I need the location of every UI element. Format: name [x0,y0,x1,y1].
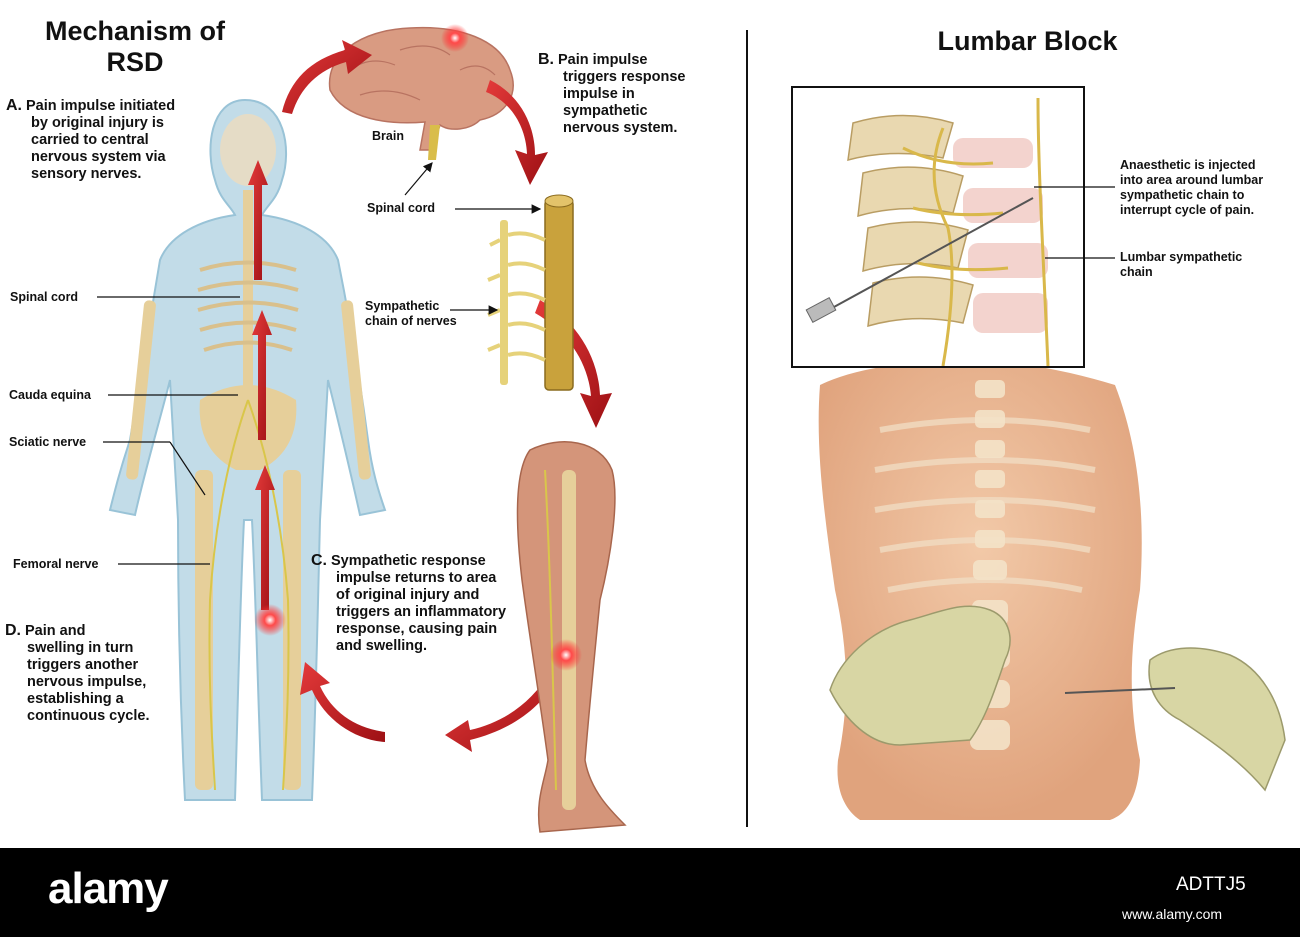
step-a-line: by original injury is [6,115,226,132]
step-d: D.Pain and swelling in turn triggers ano… [5,622,195,725]
back-illustration [819,360,1285,820]
label-sciatic-nerve: Sciatic nerve [9,435,86,450]
step-c-line: response, causing pain [311,621,541,638]
step-a-line: nervous system via [6,149,226,166]
step-c-letter: C. [311,552,327,569]
step-b-line: sympathetic [538,103,738,120]
step-d-letter: D. [5,622,21,639]
annotation-anaesthetic: Anaesthetic is injected into area around… [1120,158,1295,218]
lumbar-spine-closeup [793,88,1083,366]
step-b-line: Pain impulse [558,52,647,68]
annotation-anaesthetic-line: Anaesthetic is injected [1120,158,1295,173]
step-d-line: establishing a [5,691,195,708]
step-d-line: triggers another [5,657,195,674]
label-spinal-cord-chain: Spinal cord [367,201,435,216]
label-cauda-equina: Cauda equina [9,388,91,403]
image-id: ADTTJ5 [1176,874,1246,896]
spinal-cord-chain-illustration [488,195,573,390]
label-sympathetic-line1: Sympathetic [365,299,457,314]
label-spinal-cord-body: Spinal cord [10,290,78,305]
site-url: www.alamy.com [1122,906,1222,922]
step-c-line: impulse returns to area [311,570,541,587]
annotation-anaesthetic-line: into area around lumbar [1120,173,1295,188]
step-b-letter: B. [538,51,554,68]
step-c-line: Sympathetic response [331,553,486,569]
step-a: A.Pain impulse initiated by original inj… [6,97,226,183]
step-d-line: Pain and [25,623,85,639]
step-a-line: sensory nerves. [6,166,226,183]
step-c-line: and swelling. [311,638,541,655]
brain-illustration [330,24,514,160]
step-a-line: carried to central [6,132,226,149]
alamy-logo: alamy [48,864,168,914]
step-b-line: nervous system. [538,120,738,137]
annotation-anaesthetic-line: sympathetic chain to [1120,188,1295,203]
label-sympathetic-chain: Sympathetic chain of nerves [365,299,457,329]
step-b-line: triggers response [538,69,738,86]
step-d-line: nervous impulse, [5,674,195,691]
label-sympathetic-line2: chain of nerves [365,314,457,329]
annotation-lumbar-chain: Lumbar sympathetic chain [1120,250,1290,280]
step-d-line: continuous cycle. [5,708,195,725]
panel-divider [746,30,748,827]
right-title: Lumbar Block [905,26,1150,57]
step-a-line: Pain impulse initiated [26,98,175,114]
footer-bar [0,848,1300,937]
annotation-lumbar-chain-line: Lumbar sympathetic [1120,250,1290,265]
step-d-line: swelling in turn [5,640,195,657]
label-brain: Brain [372,129,404,144]
lumbar-inset-panel [791,86,1085,368]
left-title-line1: Mechanism of [20,16,250,47]
left-title: Mechanism of RSD [20,16,250,78]
step-b: B.Pain impulse triggers response impulse… [538,51,738,137]
annotation-lumbar-chain-line: chain [1120,265,1290,280]
step-a-letter: A. [6,97,22,114]
step-c-line: triggers an inflammatory [311,604,541,621]
step-b-line: impulse in [538,86,738,103]
step-c-line: of original injury and [311,587,541,604]
step-c: C.Sympathetic response impulse returns t… [311,552,541,655]
annotation-anaesthetic-line: interrupt cycle of pain. [1120,203,1295,218]
left-title-line2: RSD [20,47,250,78]
label-femoral-nerve: Femoral nerve [13,557,98,572]
